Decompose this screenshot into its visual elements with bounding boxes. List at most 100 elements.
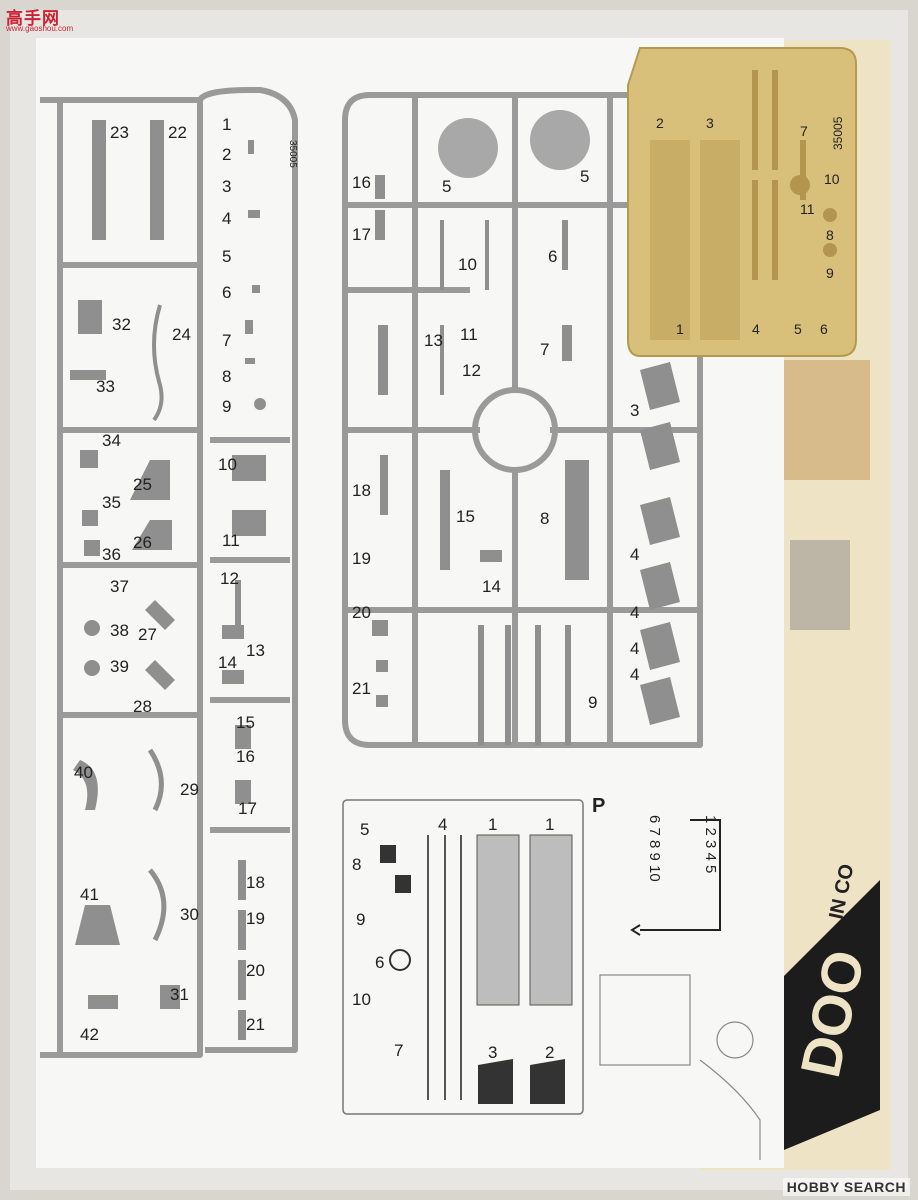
center-15: 15: [236, 713, 255, 732]
pe-b-9: 9: [356, 910, 365, 929]
r-label-19: 19: [352, 549, 371, 568]
label-41: 41: [80, 885, 99, 904]
r-label-4a: 4: [630, 545, 639, 564]
pe-num-1: 1: [676, 321, 684, 337]
label-29: 29: [180, 780, 199, 799]
center-18: 18: [246, 873, 265, 892]
pe-b-7: 7: [394, 1041, 403, 1060]
pe-b-3: 3: [488, 1043, 497, 1062]
r-label-12: 12: [462, 361, 481, 380]
label-34: 34: [102, 431, 121, 450]
center-5: 5: [222, 247, 231, 266]
r-label-15: 15: [456, 507, 475, 526]
label-40: 40: [74, 763, 93, 782]
label-23: 23: [110, 123, 129, 142]
center-19: 19: [246, 909, 265, 928]
label-38: 38: [110, 621, 129, 640]
label-32: 32: [112, 315, 131, 334]
r-label-4d: 4: [630, 665, 639, 684]
center-16: 16: [236, 747, 255, 766]
center-1: 1: [222, 115, 231, 134]
pe-b-1: 1: [488, 815, 497, 834]
r-label-3: 3: [630, 401, 639, 420]
center-8: 8: [222, 367, 231, 386]
pe-num-11: 11: [800, 201, 815, 217]
assembly-arrow: [630, 819, 721, 936]
label-24: 24: [172, 325, 191, 344]
pe-num-6: 6: [820, 321, 828, 337]
r-label-5b: 5: [580, 167, 589, 186]
center-11: 11: [222, 531, 240, 550]
label-42: 42: [80, 1025, 99, 1044]
label-30: 30: [180, 905, 199, 924]
r-label-8: 8: [540, 509, 549, 528]
center-12: 12: [220, 569, 239, 588]
pe-b-1b: 1: [545, 815, 554, 834]
label-22: 22: [168, 123, 187, 142]
label-33: 33: [96, 377, 115, 396]
sprue-right-labels: 3 4 4 4 4 5 5 6 7 8 9 10 11 12 13 14 15 …: [352, 167, 639, 712]
center-10: 10: [218, 455, 237, 474]
r-label-13: 13: [424, 331, 443, 350]
sprue-left: [40, 87, 298, 1058]
r-label-5a: 5: [442, 177, 451, 196]
center-14: 14: [218, 653, 237, 672]
pe-num-3: 3: [706, 115, 714, 131]
label-25: 25: [133, 475, 152, 494]
pe-b-5: 5: [360, 820, 369, 839]
pe-num-4: 4: [752, 321, 760, 337]
r-label-6: 6: [548, 247, 557, 266]
center-7: 7: [222, 331, 231, 350]
label-31: 31: [170, 985, 189, 1004]
r-label-14: 14: [482, 577, 501, 596]
r-label-18: 18: [352, 481, 371, 500]
r-label-16: 16: [352, 173, 371, 192]
sprue-right: [342, 92, 703, 748]
pe-b-2: 2: [545, 1043, 554, 1062]
sprue-left-parts: [70, 120, 266, 1040]
center-13: 13: [246, 641, 265, 660]
r-label-11: 11: [460, 325, 478, 344]
sprue-right-parts: [372, 110, 680, 745]
pe-b-4: 4: [438, 815, 447, 834]
pe-num-10: 10: [824, 171, 840, 187]
center-2: 2: [222, 145, 231, 164]
r-label-9: 9: [588, 693, 597, 712]
center-3: 3: [222, 177, 231, 196]
label-35: 35: [102, 493, 121, 512]
pe-sheet-brand: 35005: [831, 116, 845, 150]
pe-num-9: 9: [826, 265, 834, 281]
pe-num-8: 8: [826, 227, 834, 243]
sprue-left-brand-stamp: 35005: [287, 140, 298, 168]
center-9: 9: [222, 397, 231, 416]
center-4: 4: [222, 209, 231, 228]
r-label-7: 7: [540, 340, 549, 359]
watermark-bottom: HOBBY SEARCH: [782, 1178, 910, 1196]
watermark-top: 高手网 www.gaoshou.com: [2, 2, 74, 38]
watermark-domain: www.gaoshou.com: [6, 24, 74, 33]
sequence-top: 1 2 3 4 5: [702, 815, 719, 873]
pe-sheet-numbers: 1 2 3 4 5 6 7 8 9 10 11: [656, 115, 840, 337]
r-label-4c: 4: [630, 639, 639, 658]
sprue-left-labels: 22 23 24 25 26 27 28 29 30 31 32 33 34 3…: [74, 123, 199, 1044]
pe-b-10: 10: [352, 990, 371, 1009]
r-label-17: 17: [352, 225, 371, 244]
watermark-brand: 高手网: [6, 9, 60, 28]
pe-sheet-brass: [627, 47, 857, 357]
center-6: 6: [222, 283, 231, 302]
label-36: 36: [102, 545, 121, 564]
center-21: 21: [246, 1015, 265, 1034]
pe-b-8: 8: [352, 855, 361, 874]
figure-sketch: [599, 974, 761, 1160]
pe-sheet-bottom: [342, 799, 584, 1115]
pe-num-2: 2: [656, 115, 664, 131]
label-39: 39: [110, 657, 129, 676]
pe-num-7: 7: [800, 123, 808, 139]
r-label-4b: 4: [630, 603, 639, 622]
pe-b-6: 6: [375, 953, 384, 972]
label-28: 28: [133, 697, 152, 716]
label-27: 27: [138, 625, 157, 644]
pe-bottom-letter: P: [592, 795, 605, 817]
r-label-10: 10: [458, 255, 477, 274]
